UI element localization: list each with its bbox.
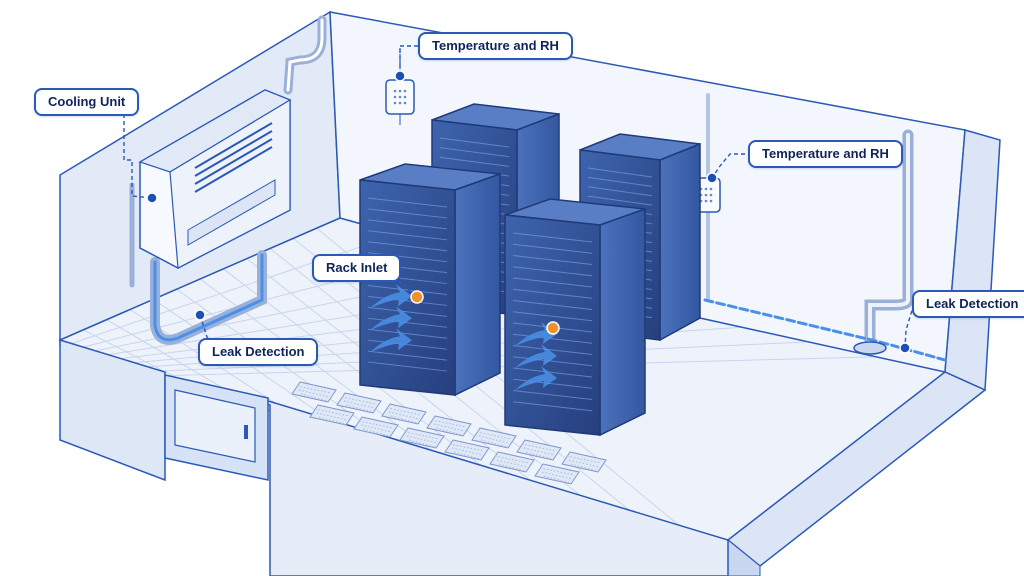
callout-cooling-unit: Cooling Unit bbox=[34, 88, 140, 116]
airflow-arrow-icon bbox=[515, 366, 557, 390]
pipe-icon bbox=[129, 15, 947, 362]
airflow-arrow-icon bbox=[370, 306, 412, 331]
cooling-unit-icon bbox=[138, 89, 292, 269]
callout-temperature-rh-center: Temperature and RH bbox=[418, 32, 573, 60]
door-icon bbox=[164, 374, 269, 481]
callout-rack-inlet: Rack Inlet bbox=[312, 254, 402, 282]
airflow-arrow-icon bbox=[370, 328, 412, 353]
callout-temperature-rh-right: Temperature and RH bbox=[748, 140, 903, 168]
airflow-arrow-icon bbox=[370, 284, 412, 309]
front-wall-left-block bbox=[59, 338, 166, 482]
server-rack-icon bbox=[504, 198, 646, 437]
server-rack-icon bbox=[359, 163, 501, 397]
floor-tile-icon bbox=[291, 381, 607, 485]
sensor-dot bbox=[146, 70, 911, 354]
callout-leak-detection-right: Leak Detection bbox=[912, 290, 1024, 318]
airflow-arrow-icon bbox=[515, 344, 557, 368]
floor-drain bbox=[853, 341, 887, 355]
rack-inlet-marker bbox=[410, 290, 560, 335]
callout-leak-detection-left: Leak Detection bbox=[198, 338, 319, 366]
